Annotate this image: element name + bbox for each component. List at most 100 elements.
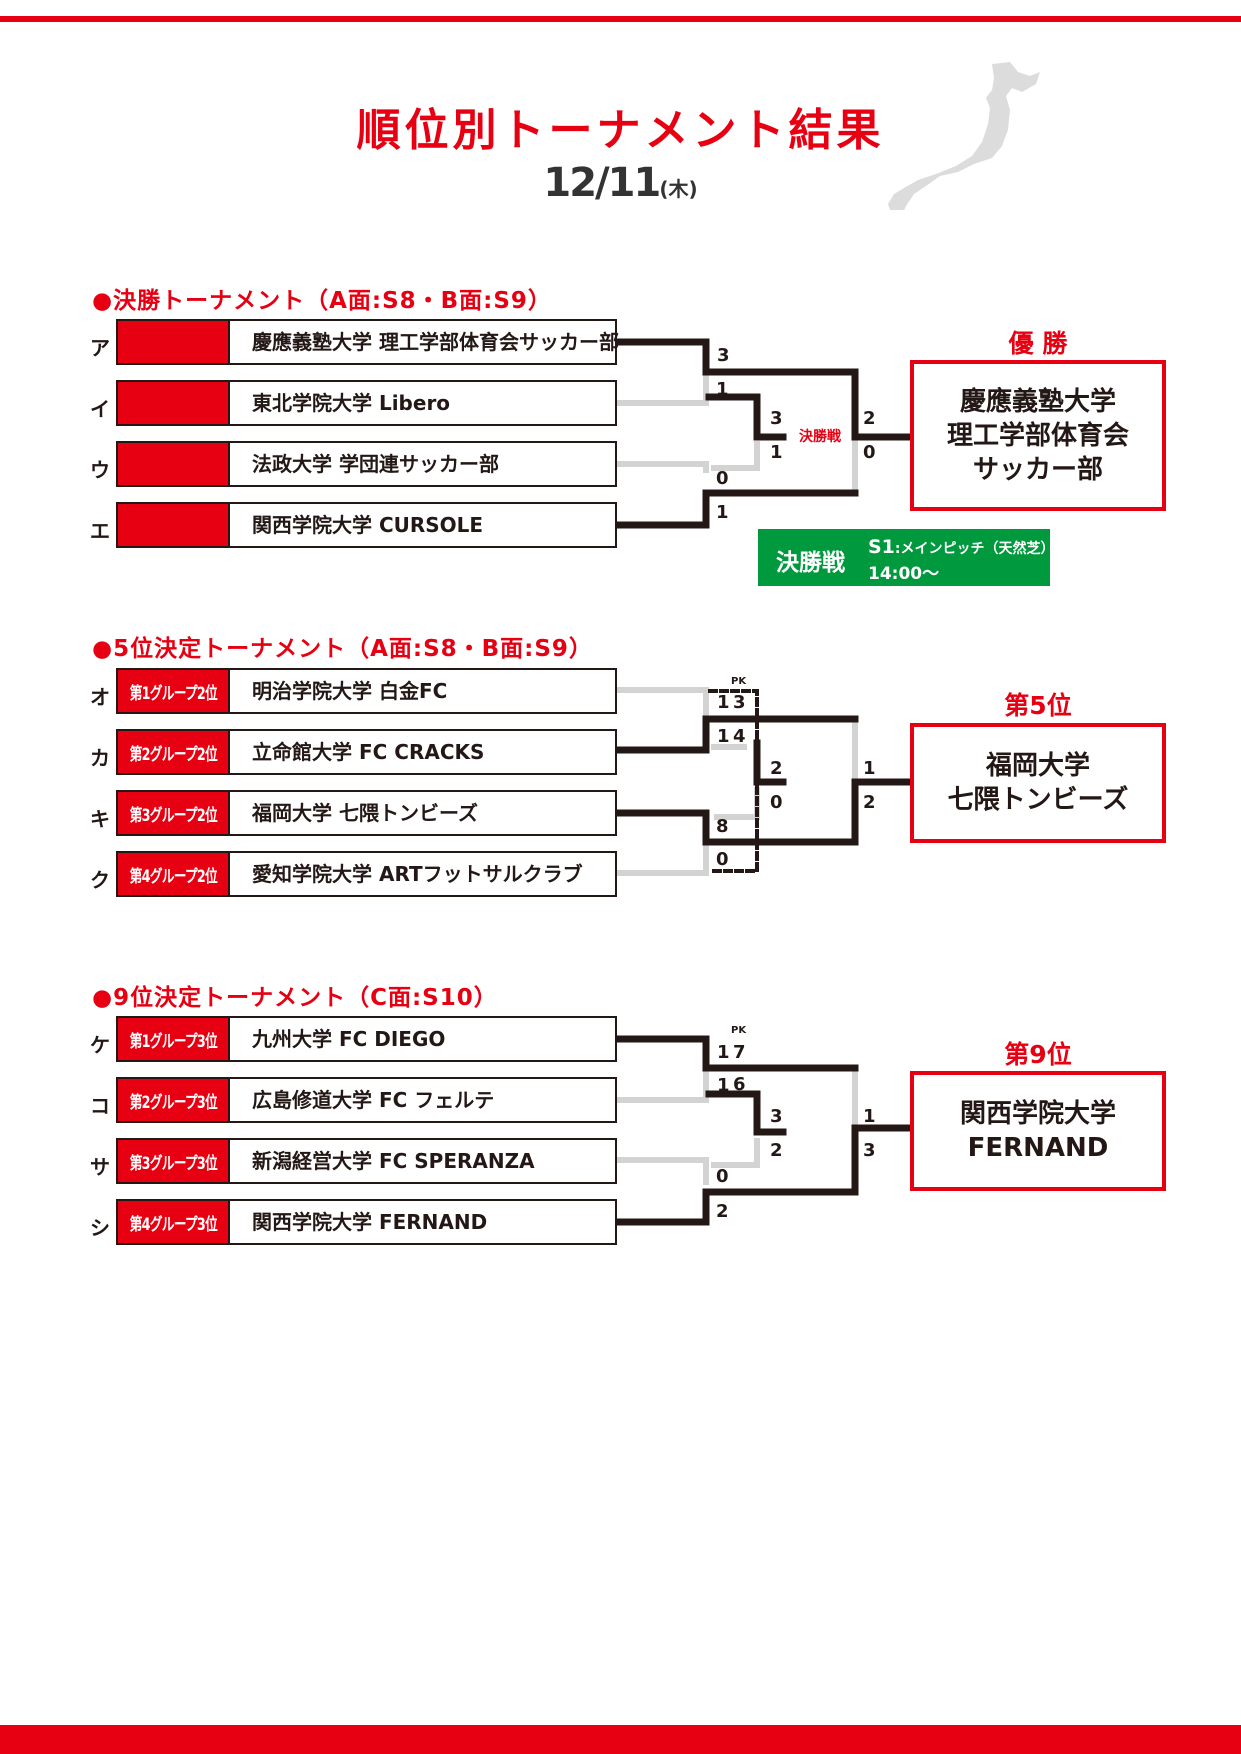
winner-label: 優 勝	[1008, 329, 1068, 358]
team-name: 明治学院大学 白金FC	[252, 679, 448, 703]
seed-label: 第3グループ2位	[129, 805, 217, 826]
team-row: 第1グループ2位 明治学院大学 白金FC	[116, 668, 617, 714]
score: 1	[716, 379, 729, 400]
fifth-place-box: 福岡大学 七隈トンビーズ	[910, 723, 1166, 843]
score: 0	[716, 468, 729, 489]
pk-score: 4	[733, 726, 746, 747]
seed-label: 第4グループ3位	[129, 1214, 217, 1235]
team-letter: イ	[90, 397, 110, 421]
team-row: 第3グループ3位 新潟経営大学 FC SPERANZA	[116, 1138, 617, 1184]
seed-block	[118, 321, 230, 363]
team-name: 関西学院大学 CURSOLE	[252, 513, 484, 537]
seed-block: 第4グループ2位	[118, 853, 230, 895]
seed-block: 第4グループ3位	[118, 1201, 230, 1243]
score: 0	[716, 849, 729, 870]
score: 2	[863, 408, 876, 429]
seed-block: 第1グループ2位	[118, 670, 230, 712]
ninth-place-heading: ●9位決定トーナメント（C面:S10）	[92, 985, 498, 1011]
score: 2	[770, 758, 783, 779]
event-date: 12/11(木)	[0, 160, 1241, 206]
seed-block: 第2グループ3位	[118, 1079, 230, 1121]
pk-score: 3	[733, 692, 746, 713]
team-name: 慶應義塾大学 理工学部体育会サッカー部	[252, 330, 619, 354]
team-letter: コ	[90, 1094, 110, 1118]
champion-box: 慶應義塾大学 理工学部体育会 サッカー部	[910, 360, 1166, 511]
team-letter: シ	[90, 1216, 110, 1240]
fifth-place-label: 第5位	[1004, 691, 1072, 720]
score: 1	[717, 1042, 730, 1063]
pk-score: 7	[733, 1042, 746, 1063]
pk-label: PK	[731, 1025, 747, 1036]
final-tournament-heading: ●決勝トーナメント（A面:S8・B面:S9）	[92, 288, 552, 314]
seed-label: 第1グループ3位	[129, 1031, 217, 1052]
weekday-text: (木)	[659, 177, 698, 201]
score: 3	[770, 1106, 783, 1127]
score: 1	[716, 502, 729, 523]
score: 3	[770, 408, 783, 429]
final-pitch: S1:メインピッチ（天然芝）	[868, 536, 1055, 558]
team-letter: ク	[90, 868, 110, 892]
final-time: 14:00〜	[868, 564, 940, 584]
date-text: 12/11	[543, 160, 661, 206]
team-letter: ケ	[90, 1033, 110, 1057]
team-name: 関西学院大学 FERNAND	[252, 1210, 488, 1234]
seed-block	[118, 504, 230, 546]
team-row: 慶應義塾大学 理工学部体育会サッカー部	[116, 319, 619, 365]
seed-label: 第3グループ3位	[129, 1153, 217, 1174]
top-accent-bar	[0, 16, 1241, 22]
pitch-code: S1	[868, 536, 895, 558]
score: 1	[770, 442, 783, 463]
score: 0	[716, 1166, 729, 1187]
team-name: 法政大学 学団連サッカー部	[252, 452, 499, 476]
seed-label: 第2グループ2位	[129, 744, 217, 765]
score: 3	[717, 345, 730, 366]
score: 1	[717, 692, 730, 713]
score: 1	[717, 1075, 730, 1096]
seed-block: 第3グループ3位	[118, 1140, 230, 1182]
final-info-banner: 決勝戦 S1:メインピッチ（天然芝） 14:00〜	[758, 529, 1055, 586]
team-letter: ウ	[90, 458, 110, 482]
team-letter: カ	[90, 746, 110, 770]
seed-label: 第2グループ3位	[129, 1092, 217, 1113]
team-name: 東北学院大学 Libero	[252, 391, 451, 415]
team-name: 福岡大学 七隈トンビーズ	[252, 801, 478, 825]
fifth-place-heading: ●5位決定トーナメント（A面:S8・B面:S9）	[92, 636, 593, 662]
seed-label: 第1グループ2位	[129, 683, 217, 704]
team-row: 第4グループ3位 関西学院大学 FERNAND	[116, 1199, 617, 1245]
team-name: 愛知学院大学 ARTフットサルクラブ	[252, 862, 583, 886]
team-letter: オ	[90, 685, 110, 709]
score: 2	[863, 792, 876, 813]
bottom-accent-bar	[0, 1725, 1241, 1754]
score: 8	[716, 816, 729, 837]
team-row: 関西学院大学 CURSOLE	[116, 502, 617, 548]
score: 1	[863, 1106, 876, 1127]
final-label: 決勝戦	[776, 550, 845, 576]
team-row: 第3グループ2位 福岡大学 七隈トンビーズ	[116, 790, 617, 836]
pk-label: PK	[731, 676, 747, 687]
team-name: 新潟経営大学 FC SPERANZA	[252, 1149, 535, 1173]
team-name: 広島修道大学 FC フェルテ	[252, 1088, 495, 1112]
team-row: 第4グループ2位愛知学院大学 ARTフットサルクラブ	[116, 851, 617, 897]
team-letter: エ	[90, 519, 110, 543]
seed-block	[118, 382, 230, 424]
japan-map-icon	[888, 62, 1040, 210]
ninth-place-label: 第9位	[1004, 1040, 1072, 1069]
team-letter: キ	[90, 807, 110, 831]
team-row: 東北学院大学 Libero	[116, 380, 617, 426]
seed-block: 第2グループ2位	[118, 731, 230, 773]
score: 1	[717, 726, 730, 747]
pitch-desc: :メインピッチ（天然芝）	[894, 541, 1055, 557]
team-name: 立命館大学 FC CRACKS	[252, 740, 485, 764]
team-name: 九州大学 FC DIEGO	[252, 1027, 446, 1051]
page-title: 順位別トーナメント結果	[356, 105, 885, 156]
seed-block: 第3グループ2位	[118, 792, 230, 834]
team-row: 第2グループ3位 広島修道大学 FC フェルテ	[116, 1077, 617, 1123]
score: 0	[863, 442, 876, 463]
team-row: 法政大学 学団連サッカー部	[116, 441, 617, 487]
team-row: 第1グループ3位 九州大学 FC DIEGO	[116, 1016, 617, 1062]
ninth-place-box: 関西学院大学 FERNAND	[910, 1071, 1166, 1191]
score: 2	[770, 1140, 783, 1161]
final-match-mark: 決勝戦	[799, 429, 841, 445]
seed-block: 第1グループ3位	[118, 1018, 230, 1060]
team-letter: サ	[90, 1155, 110, 1179]
